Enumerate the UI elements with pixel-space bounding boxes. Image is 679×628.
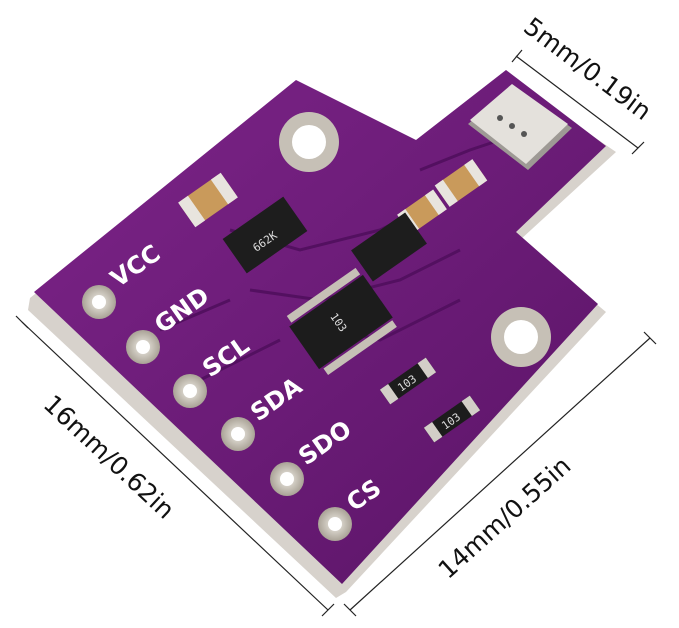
pin-pad <box>82 285 116 319</box>
resistor: 103 <box>423 395 481 443</box>
capacitor <box>178 172 238 228</box>
mounting-hole-right <box>491 307 551 367</box>
pin-pads <box>82 285 352 541</box>
pin-pad <box>270 462 304 496</box>
pin-pad <box>318 507 352 541</box>
pressure-sensor-chip <box>468 84 572 170</box>
resistor: 103 <box>379 357 437 405</box>
resistor-array: 103 <box>286 267 397 376</box>
pin-pad <box>126 330 160 364</box>
pin-pad <box>221 417 255 451</box>
dimension-lines <box>15 49 657 617</box>
level-shifter-chip <box>351 212 427 282</box>
pin-pad <box>173 374 207 408</box>
capacitor <box>434 159 488 207</box>
voltage-regulator-chip: 662K <box>222 196 308 274</box>
mounting-hole-top <box>279 112 339 172</box>
